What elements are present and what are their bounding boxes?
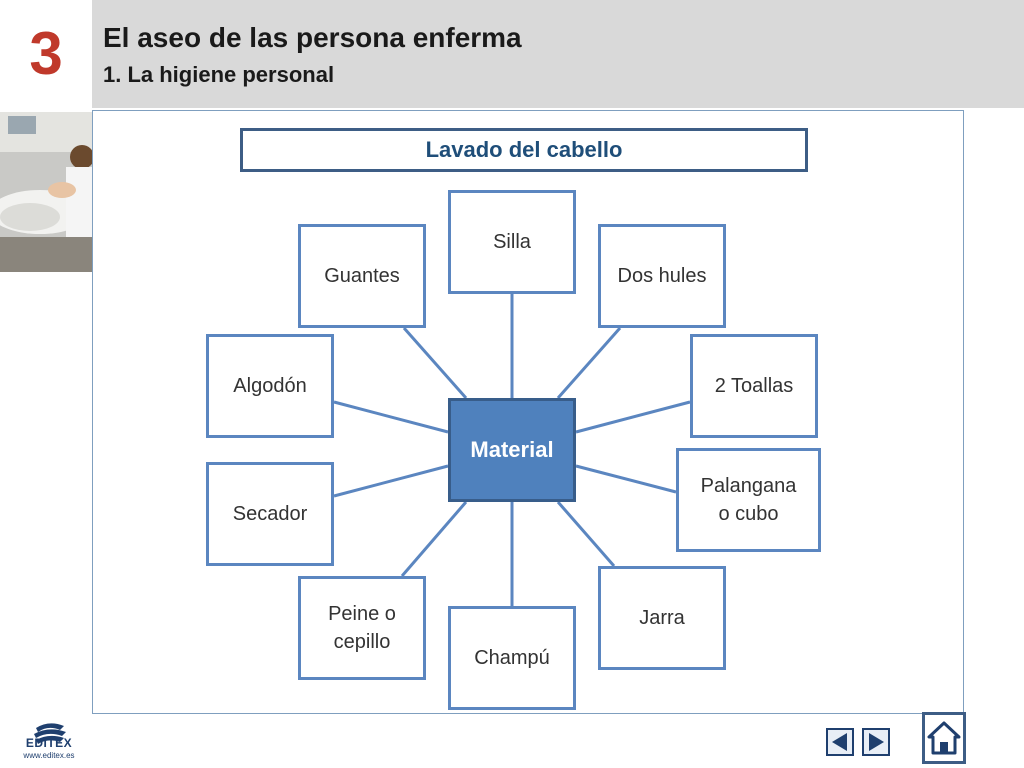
connector-algodon: [333, 400, 449, 434]
chapter-number: 3: [29, 20, 63, 87]
node-peine: Peine o cepillo: [298, 576, 426, 680]
connector-palangana: [575, 464, 677, 494]
connector-secador: [333, 464, 449, 498]
node-palangana: Palangana o cubo: [676, 448, 821, 552]
prev-slide-button[interactable]: [826, 728, 854, 756]
triangle-left-icon: [832, 733, 847, 751]
editex-url: www.editex.es: [23, 751, 75, 760]
connector-guantes: [402, 327, 468, 399]
connector-jarra: [556, 501, 616, 567]
node-algodon: Algodón: [206, 334, 334, 438]
editex-logo-text: EDITEX: [25, 736, 73, 750]
header-bar: [0, 0, 1024, 108]
node-secador: Secador: [206, 462, 334, 566]
connector-toallas: [575, 400, 691, 434]
page-title: El aseo de las persona enferma: [103, 22, 522, 53]
page-subtitle: 1. La higiene personal: [103, 62, 335, 87]
home-button[interactable]: [922, 712, 966, 764]
caregiver-photo: [0, 112, 92, 272]
home-icon: [927, 721, 961, 755]
diagram-banner: Lavado del cabello: [240, 128, 808, 172]
node-guantes: Guantes: [298, 224, 426, 328]
editex-logo-icon: [34, 723, 66, 744]
next-slide-button[interactable]: [862, 728, 890, 756]
chapter-badge: 3: [0, 0, 92, 108]
node-palangana-label: Palangana o cubo: [700, 475, 797, 525]
node-dos-hules: Dos hules: [598, 224, 726, 328]
triangle-right-icon: [869, 733, 884, 751]
node-jarra: Jarra: [598, 566, 726, 670]
connector-peine: [400, 501, 468, 577]
connector-dos-hules: [556, 327, 622, 399]
node-toallas: 2 Toallas: [690, 334, 818, 438]
node-silla: Silla: [448, 190, 576, 294]
node-champu: Champú: [448, 606, 576, 710]
node-peine-label: Peine o cepillo: [328, 603, 396, 653]
node-material: Material: [448, 398, 576, 502]
